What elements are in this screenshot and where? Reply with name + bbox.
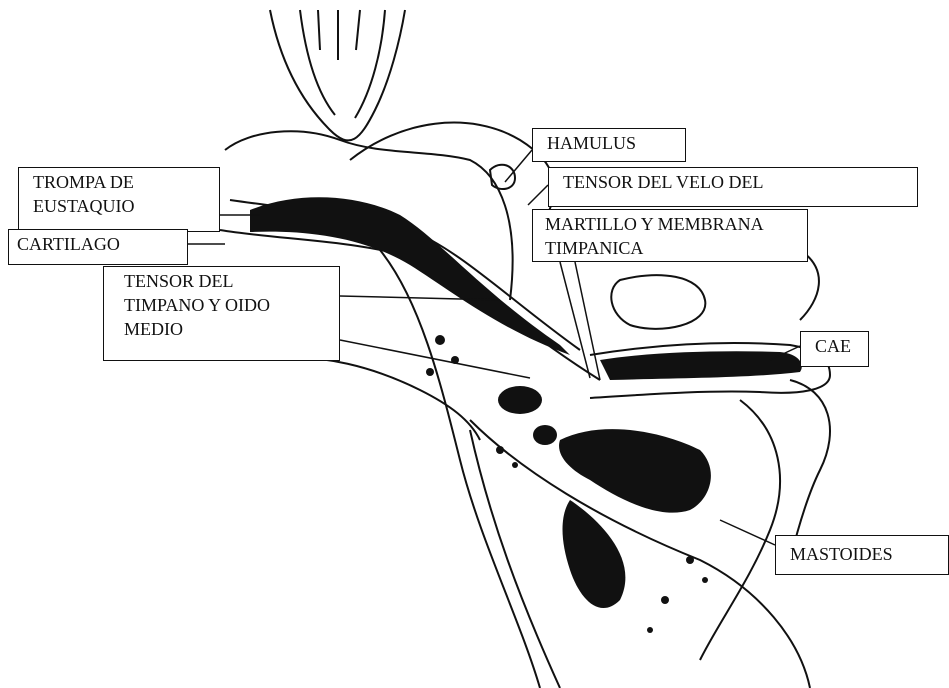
- air-cell: [426, 368, 434, 376]
- petrous-outline: [700, 400, 780, 660]
- air-cell: [661, 596, 669, 604]
- leader-tensor-velo: [528, 185, 548, 205]
- label-trompa-de-eustaquio: TROMPA DE EUSTAQUIO: [18, 167, 220, 232]
- leader-martillo-2: [575, 262, 600, 380]
- leader-mastoides: [720, 520, 775, 545]
- vertical-duct: [318, 10, 360, 60]
- air-cell: [686, 556, 694, 564]
- label-cae: CAE: [800, 331, 869, 367]
- ossicle-mass: [498, 386, 542, 414]
- ossicle-mass-2: [533, 425, 557, 445]
- temporal-outline: [260, 357, 480, 440]
- leader-tensor-timpano-2: [340, 340, 530, 378]
- label-martillo-y-membrana: MARTILLO Y MEMBRANA TIMPANICA: [532, 209, 808, 262]
- mastoid-cells-2: [563, 500, 626, 608]
- air-cell: [702, 577, 708, 583]
- air-cell: [647, 627, 653, 633]
- mastoid-cells-1: [559, 429, 711, 513]
- palate-outline: [350, 123, 554, 220]
- label-tensor-del-velo: TENSOR DEL VELO DEL: [548, 167, 918, 207]
- hamulus-outline: [490, 165, 515, 189]
- label-tensor-del-timpano: TENSOR DEL TIMPANO Y OIDO MEDIO: [103, 266, 340, 361]
- air-cell: [512, 462, 518, 468]
- cranial-outline-2: [611, 275, 705, 329]
- occipital-outline: [470, 430, 560, 688]
- auricle-outline: [790, 380, 830, 560]
- label-cartilago: CARTILAGO: [8, 229, 188, 265]
- label-hamulus: HAMULUS: [532, 128, 686, 162]
- air-cell: [496, 446, 504, 454]
- label-mastoides: MASTOIDES: [775, 535, 949, 575]
- skull-outline-3: [355, 10, 385, 118]
- leader-martillo: [560, 262, 590, 378]
- air-cell: [435, 335, 445, 345]
- ear-canal-lumen: [600, 351, 802, 380]
